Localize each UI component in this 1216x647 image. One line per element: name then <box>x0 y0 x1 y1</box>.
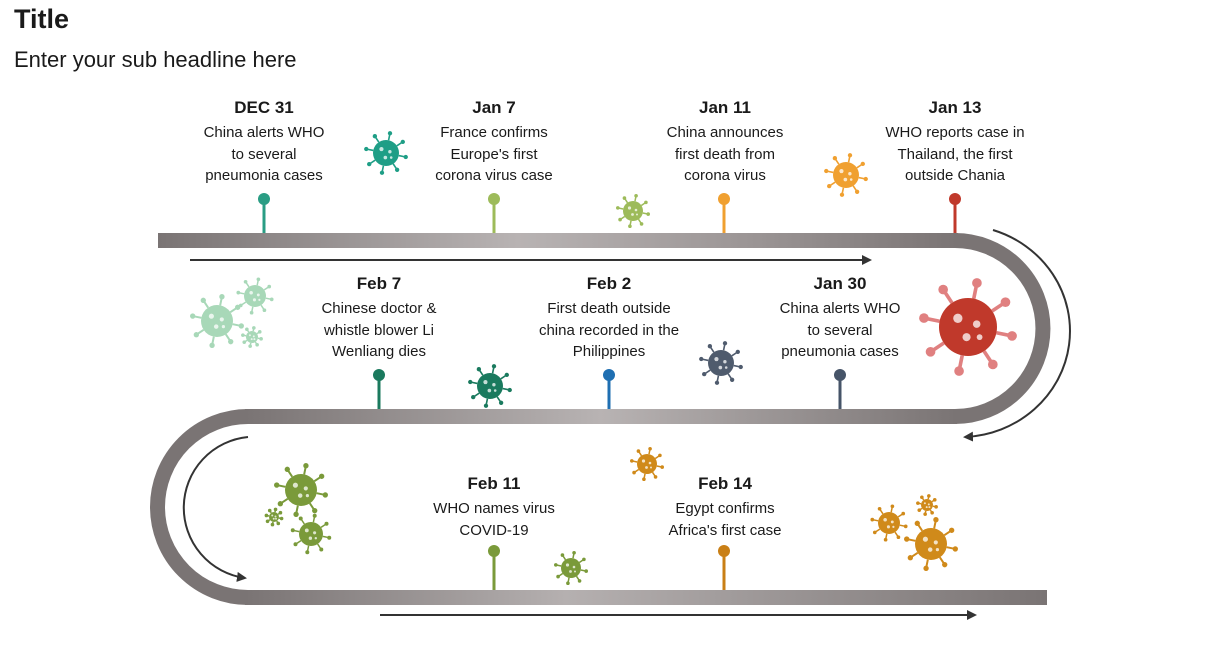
event-feb2: Feb 2 First death outside china recorded… <box>509 273 709 363</box>
event-pins <box>258 193 961 590</box>
event-feb11: Feb 11 WHO names virus COVID-19 <box>394 473 594 541</box>
event-dec31: DEC 31 China alerts WHO to several pneum… <box>164 97 364 187</box>
event-pin <box>718 193 730 233</box>
arrow-curve-right-icon <box>963 229 1071 442</box>
virus-icon <box>274 463 328 517</box>
event-date: DEC 31 <box>234 98 294 117</box>
virus-icon <box>241 326 263 348</box>
page-subtitle: Enter your sub headline here <box>14 47 297 72</box>
event-text: China announces first death from corona … <box>666 124 784 184</box>
pin-head <box>834 369 846 381</box>
event-jan7: Jan 7 France confirms Europe's first cor… <box>394 97 594 187</box>
virus-icon <box>190 294 244 348</box>
event-pin <box>834 369 846 409</box>
virus-icon <box>904 517 958 571</box>
event-pin <box>718 545 730 590</box>
event-date: Feb 2 <box>586 274 632 293</box>
event-pin <box>488 545 500 590</box>
event-date: Jan 7 <box>472 98 516 117</box>
event-text: WHO names virus COVID-19 <box>433 500 555 539</box>
pin-head <box>949 193 961 205</box>
virus-icon <box>554 551 588 585</box>
event-text: France confirms Europe's first corona vi… <box>435 124 553 184</box>
virus-icon <box>290 513 332 555</box>
virus-icon <box>699 341 743 385</box>
road-right-curve <box>954 233 1051 424</box>
event-pin <box>488 193 500 233</box>
event-text: Chinese doctor & whistle blower Li Wenli… <box>321 300 437 360</box>
event-pin <box>258 193 270 233</box>
virus-icon <box>919 278 1017 376</box>
virus-icon <box>364 131 408 175</box>
virus-icon <box>468 364 512 408</box>
pin-head <box>258 193 270 205</box>
virus-decorations <box>190 131 1017 585</box>
virus-icon <box>630 447 664 481</box>
event-jan13: Jan 13 WHO reports case in Thailand, the… <box>855 97 1055 187</box>
virus-icon <box>824 153 868 197</box>
direction-arrows <box>182 229 1071 620</box>
virus-icon <box>236 277 274 315</box>
virus-icon <box>916 494 938 516</box>
pin-head <box>488 545 500 557</box>
event-pin <box>603 369 615 409</box>
road-middle-segment <box>245 409 957 424</box>
virus-icon <box>264 507 284 527</box>
event-date: Feb 7 <box>356 274 402 293</box>
road-top-segment <box>158 233 958 248</box>
event-date: Feb 14 <box>698 474 752 493</box>
event-feb7: Feb 7 Chinese doctor & whistle blower Li… <box>279 273 479 363</box>
pin-head <box>718 193 730 205</box>
pin-head <box>603 369 615 381</box>
virus-icon <box>616 194 650 228</box>
event-pin <box>373 369 385 409</box>
event-text: China alerts WHO to several pneumonia ca… <box>203 124 325 184</box>
road-bottom-segment <box>245 590 1047 605</box>
event-date: Jan 11 <box>699 98 751 117</box>
event-jan30: Jan 30 China alerts WHO to several pneum… <box>740 273 940 363</box>
page-title: Title <box>14 4 70 34</box>
event-date: Feb 11 <box>467 474 521 493</box>
road-left-curve <box>150 409 249 605</box>
pin-head <box>718 545 730 557</box>
event-date: Jan 13 <box>928 98 982 117</box>
event-pin <box>949 193 961 233</box>
event-text: China alerts WHO to several pneumonia ca… <box>779 300 901 360</box>
pin-head <box>373 369 385 381</box>
event-text: First death outside china recorded in th… <box>538 300 680 360</box>
event-text: Egypt confirms Africa's first case <box>668 500 782 539</box>
event-date: Jan 30 <box>813 274 867 293</box>
road <box>150 233 1051 605</box>
pin-head <box>488 193 500 205</box>
event-feb14: Feb 14 Egypt confirms Africa's first cas… <box>625 473 825 541</box>
arrow-curve-left-icon <box>182 436 249 582</box>
event-text: WHO reports case in Thailand, the first … <box>885 124 1025 184</box>
event-jan11: Jan 11 China announces first death from … <box>625 97 825 187</box>
virus-icon <box>870 504 908 542</box>
